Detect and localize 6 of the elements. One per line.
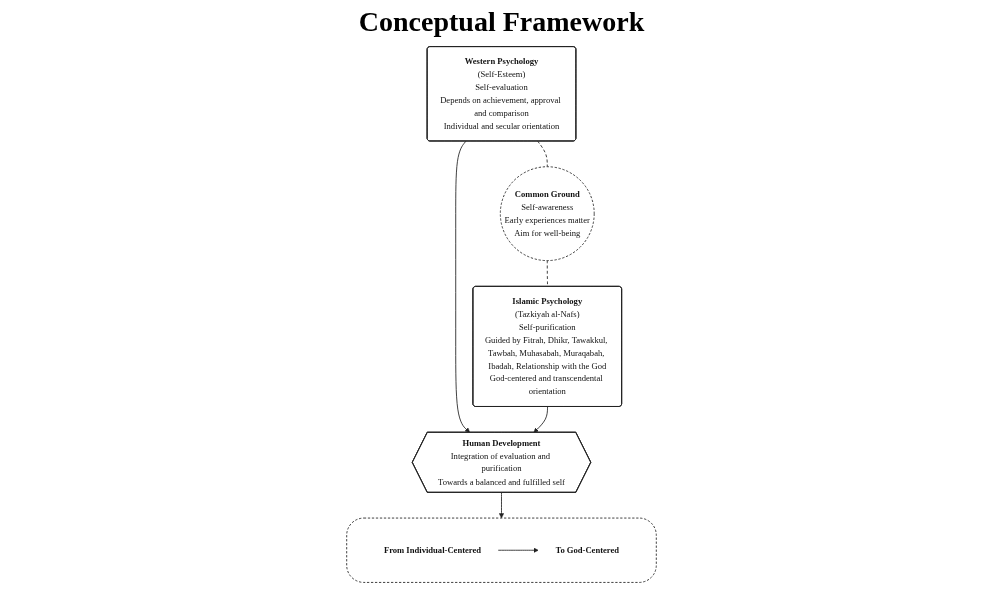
diagram-title: Conceptual Framework	[357, 6, 646, 38]
node-text: To God-Centered	[555, 545, 620, 555]
node-circle: Common Ground Self-awareness Early experiences matter Aim for well-being	[499, 166, 595, 262]
connector	[537, 140, 548, 168]
cluster	[346, 517, 657, 583]
node-text: From Individual-Centered	[383, 545, 482, 555]
